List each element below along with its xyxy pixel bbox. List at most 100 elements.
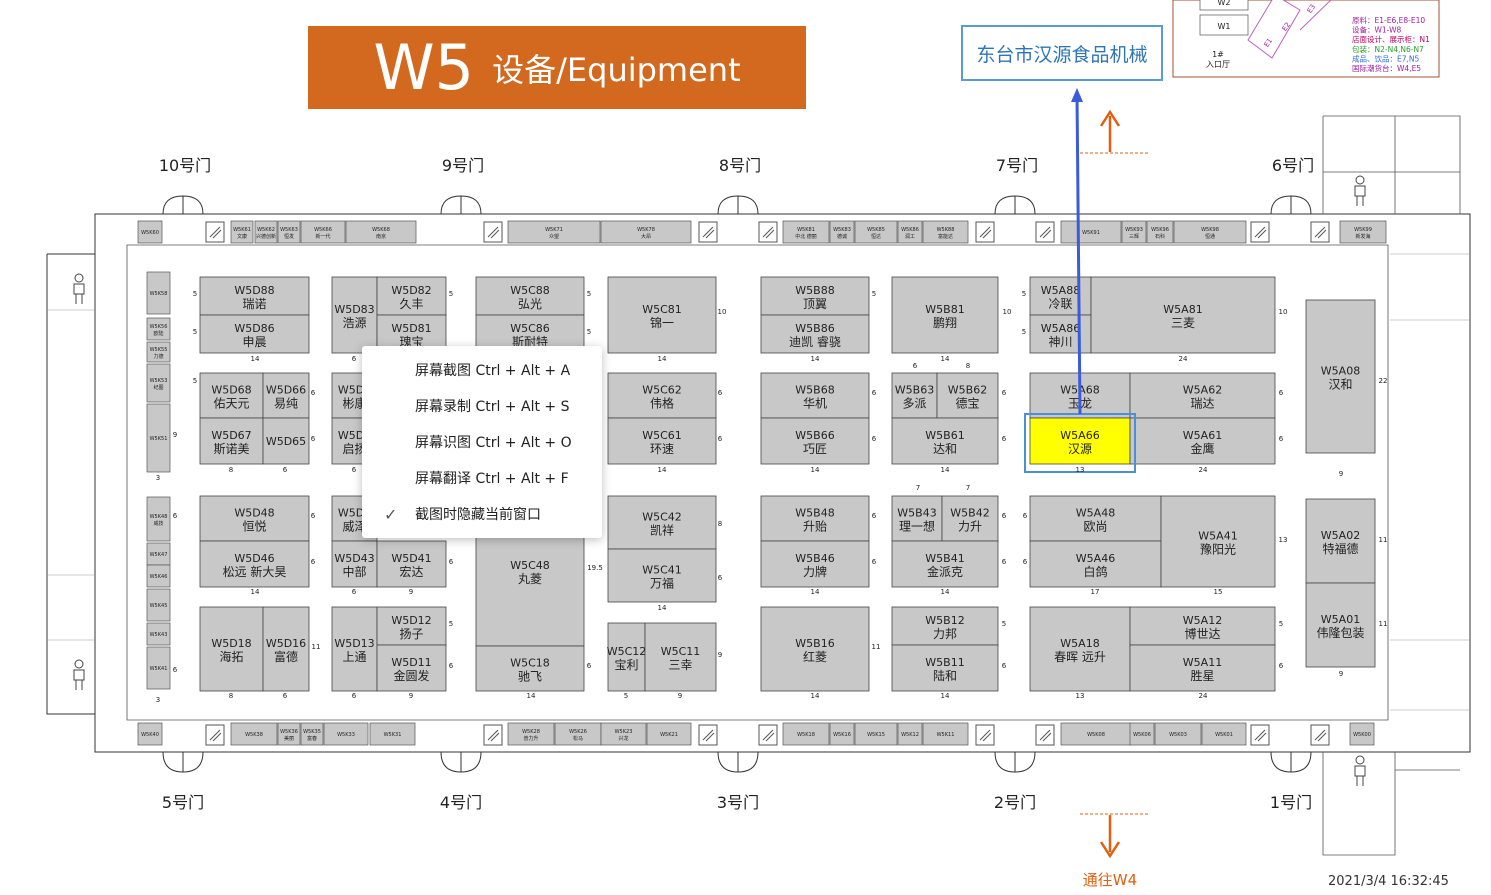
booth-name: 申晨 [242, 335, 266, 349]
dimension-label: 14 [811, 466, 820, 474]
fire-extinguisher-icon [1310, 221, 1330, 243]
mini-map-hall [1199, 0, 1249, 11]
dimension-label: 5 [587, 290, 591, 298]
small-booth [897, 722, 923, 746]
booth-code: W5A66 [1060, 429, 1099, 442]
booth-name: 弘光 [518, 297, 542, 311]
booth-name: 三幸 [668, 658, 692, 672]
booth [760, 495, 870, 542]
booth [1129, 372, 1276, 419]
small-booth-name: 兴龙 [618, 735, 628, 742]
booth-name: 博世达 [1184, 626, 1220, 641]
booth [1160, 495, 1276, 588]
booth-name: 力牌 [803, 565, 827, 579]
small-booth-code: W5K21 [660, 732, 678, 738]
dimension-label: 22 [1379, 377, 1388, 385]
gate-label: 9号门 [442, 156, 484, 175]
small-booth-code: W5K35 [303, 729, 321, 735]
booth-code: W5D41 [391, 552, 431, 565]
dimension-label: 6 [872, 435, 877, 443]
mini-map-label: E2 [1281, 21, 1293, 33]
dimension-label: 24 [1199, 692, 1208, 700]
booth-name: 金圆发 [393, 668, 429, 683]
booth-code: W5A81 [1163, 303, 1202, 316]
booth-code: W5A02 [1321, 529, 1360, 542]
booth-name: 瑞诺 [242, 297, 266, 311]
dimension-label: 6 [352, 466, 357, 474]
dimension-label: 3 [156, 474, 160, 482]
dimension-label: 6 [352, 692, 357, 700]
dimension-label: 5 [1279, 620, 1283, 628]
dimension-label: 8 [718, 520, 722, 528]
small-booth-code: W5K78 [637, 227, 655, 233]
dimension-label: 6 [718, 435, 723, 443]
restroom-icon-body [1354, 185, 1366, 206]
dimension-label: 9 [409, 588, 413, 596]
booth-name: 鹏翔 [933, 316, 957, 330]
booth-code: W5C11 [661, 645, 701, 658]
booth-name: 海拓 [219, 649, 243, 664]
booth [262, 606, 310, 692]
booth-code: W5B16 [795, 637, 834, 650]
dimension-label: 11 [1379, 620, 1388, 628]
small-booth [146, 496, 171, 542]
booth-name: 宝利 [614, 658, 638, 672]
booth [1129, 606, 1276, 646]
mini-map-label: E1 [1263, 37, 1275, 49]
gate-label: 10号门 [159, 156, 211, 175]
menu-item-recognize[interactable]: 屏幕识图 Ctrl + Alt + O [362, 424, 602, 460]
dimension-label: 6 [1002, 512, 1007, 520]
small-booth [829, 220, 855, 244]
booth-code: W5A46 [1076, 552, 1115, 565]
menu-item-label: 屏幕录制 Ctrl + Alt + S [415, 399, 570, 415]
booth [607, 622, 646, 692]
mini-map-label: W2 [1218, 0, 1231, 7]
booth-name: 华机 [803, 397, 827, 411]
booth-code: W5D46 [234, 552, 274, 565]
booth [607, 548, 717, 603]
booth-code: W5D16 [266, 637, 306, 650]
small-booth [345, 220, 417, 244]
small-booth [922, 722, 969, 746]
small-booth [146, 588, 171, 622]
fire-extinguisher-mark [1039, 226, 1052, 239]
menu-item-translate[interactable]: 屏幕翻译 Ctrl + Alt + F [362, 460, 602, 496]
booth-code: W5B61 [925, 429, 964, 442]
booth-name: 冷联 [1048, 297, 1072, 311]
legend-line: 店面设计、展示柜：N1 [1352, 34, 1430, 44]
menu-item-record[interactable]: 屏幕录制 Ctrl + Alt + S [362, 388, 602, 424]
small-booth-name: 松马 [573, 735, 583, 742]
west-annex-wall [46, 253, 95, 715]
booth [891, 540, 999, 588]
small-booth [323, 722, 369, 746]
menu-item-screenshot[interactable]: 屏幕截图 Ctrl + Alt + A [362, 352, 602, 388]
booth-name: 佑天元 [213, 397, 249, 411]
dimension-label: 9 [173, 431, 177, 439]
small-booth-code: W5K85 [867, 227, 885, 233]
dimension-label: 11 [1379, 536, 1388, 544]
booth-name: 环速 [650, 442, 674, 456]
small-booth-code: W5K88 [937, 227, 955, 233]
booth-name: 汉和 [1328, 378, 1352, 392]
booth [376, 644, 447, 692]
small-booth-code: W5K28 [522, 729, 540, 735]
small-booth [146, 564, 171, 588]
small-booth-code: W5K56 [150, 324, 168, 330]
dimension-label: 13 [1076, 692, 1085, 700]
booth-code: W5D68 [211, 384, 251, 397]
small-booth [1154, 722, 1202, 746]
booth [760, 314, 870, 354]
booth-code: W5A61 [1183, 429, 1222, 442]
dimension-label: 13 [1076, 466, 1085, 474]
small-booth-code: W5K91 [1082, 230, 1100, 236]
dimension-label: 5 [193, 328, 197, 336]
dimension-label: 6 [311, 435, 316, 443]
dimension-label: 5 [1022, 328, 1026, 336]
menu-item-hide-window[interactable]: ✓ 截图时隐藏当前窗口 [362, 496, 602, 532]
booth-name: 达和 [933, 442, 957, 456]
mini-map-frame [1172, 0, 1440, 78]
small-booth-code: W5K48 [150, 514, 168, 520]
booth-code: W5B88 [795, 284, 834, 297]
booth [262, 417, 310, 465]
